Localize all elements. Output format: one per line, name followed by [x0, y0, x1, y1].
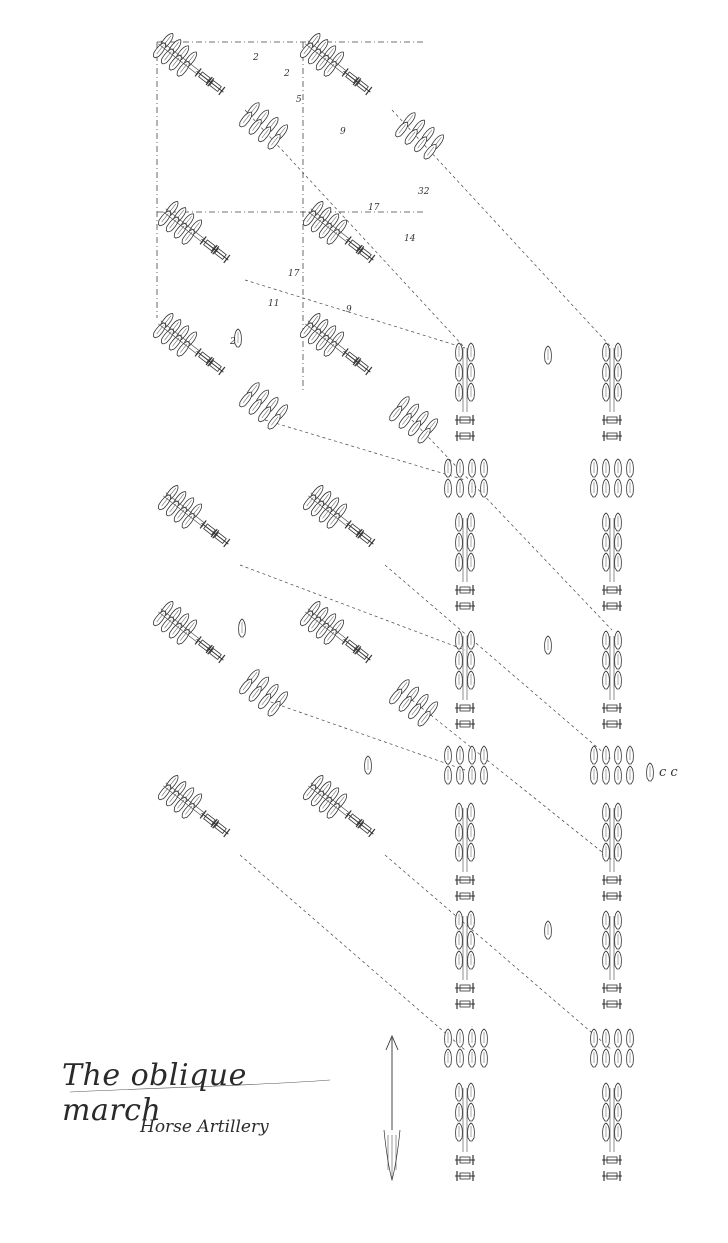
left-march-column — [445, 343, 488, 1181]
distance-label: 2 — [283, 69, 290, 79]
distance-label: 11 — [268, 299, 279, 309]
construction-frame — [157, 42, 425, 390]
direction-arrow-icon — [384, 1036, 400, 1180]
distance-label: 2 — [252, 53, 259, 63]
distance-label: 9 — [340, 127, 346, 137]
distance-label: 17 — [368, 203, 380, 213]
distance-label: 9 — [346, 305, 352, 315]
right-march-column — [591, 343, 634, 1181]
distance-labels: 2 2 5 9 32 17 14 17 11 9 2 — [229, 53, 430, 347]
middle-diagonal-batteries — [297, 30, 446, 846]
distance-label: 17 — [288, 269, 300, 279]
cc-label: c c — [659, 765, 678, 780]
march-lines — [240, 110, 612, 1050]
distance-label: 5 — [296, 95, 302, 105]
officer-markers — [235, 329, 654, 939]
distance-label: 32 — [418, 187, 430, 197]
distance-label: 14 — [404, 234, 416, 244]
distance-label: 2 — [229, 337, 236, 347]
left-diagonal-batteries — [150, 30, 290, 846]
plate-subtitle: Horse Artillery — [140, 1117, 340, 1137]
